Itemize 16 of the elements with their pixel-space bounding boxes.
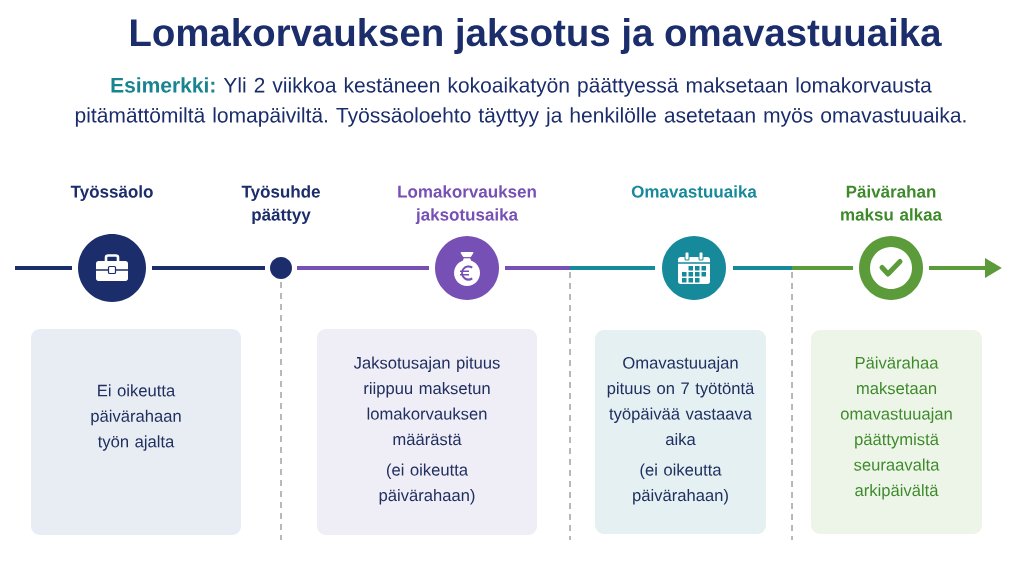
info-box: Jaksotusajan pituus riippuu maksetun lomakorvauksen määrästä (ei oikeutta päivärahaan) — [317, 329, 537, 535]
intro-text: Esimerkki: Yli 2 viikkoa kestäneen kokoaikatyön päättyessä maksetaan lomakorvausta pitämättömiltä lomapäiviltä. Työssäoloehto täyttyy ja henkilölle asetetaan myös omavastuuaika. — [75, 77, 966, 127]
timeline-line — [152, 266, 265, 270]
info-box: Päivärahaa maksetaan omavastuuajan päättymistä seuraavalta arkipäivältä — [811, 330, 982, 534]
stage-heading: Työsuhde päättyy — [241, 185, 320, 225]
stage-heading: Lomakorvauksen jaksotusaika — [398, 185, 536, 225]
stage-heading: Työssäolo — [70, 185, 153, 202]
stage-heading: Päivärahan maksu alkaa — [841, 185, 943, 221]
timeline-line — [733, 266, 853, 270]
timeline-line — [505, 266, 655, 270]
timeline-line — [297, 266, 429, 270]
info-box: Ei oikeutta päivärahaan työn ajalta — [31, 329, 241, 535]
stage-heading: Omavastuuaika — [631, 185, 757, 198]
timeline-line — [15, 266, 72, 270]
info-box: Omavastuuajan pituus on 7 työtöntä työpäivää vastaava aika (ei oikeutta päivärahaan) — [595, 330, 766, 534]
title: Lomakorvauksen jaksotus ja omavastuuaika — [131, 18, 942, 54]
